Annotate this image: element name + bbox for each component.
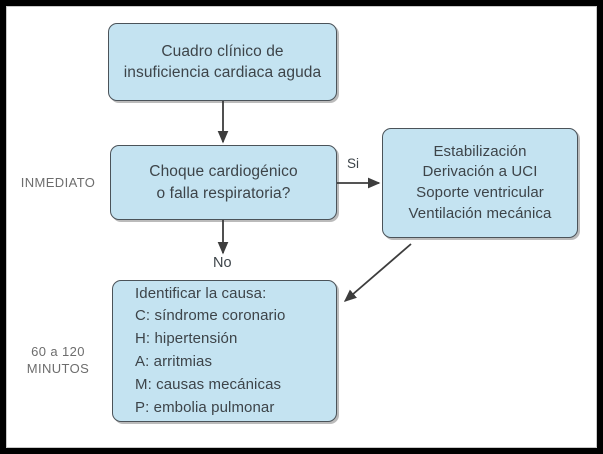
time-label-minutes-line-1: 60 a 120 bbox=[31, 344, 85, 359]
node-clinical-picture-line-2: insuficiencia cardiaca aguda bbox=[123, 64, 322, 81]
time-label-minutes: 60 a 120 MINUTOS bbox=[12, 343, 104, 377]
node-stabilization-line-4: Ventilación mecánica bbox=[408, 204, 552, 222]
node-stabilization-line-3: Soporte ventricular bbox=[416, 184, 544, 201]
node-decision-line-2: o falla respiratoria? bbox=[156, 184, 291, 202]
flowchart-stage: Cuadro clínico de insuficiencia cardiaca… bbox=[6, 6, 597, 448]
edge-label-yes: Si bbox=[347, 156, 360, 171]
node-identify-cause-heading: Identificar la causa: bbox=[135, 284, 267, 302]
node-identify-cause-item-m: M: causas mecánicas bbox=[135, 375, 282, 393]
node-identify-cause-item-c: C: síndrome coronario bbox=[135, 307, 286, 325]
flowchart-connectors bbox=[217, 101, 412, 302]
node-identify-cause: Identificar la causa: C: síndrome corona… bbox=[112, 280, 337, 422]
node-stabilization: Estabilización Derivación a UCI Soporte … bbox=[382, 128, 578, 238]
edge-label-no: No bbox=[213, 255, 232, 271]
node-clinical-picture: Cuadro clínico de insuficiencia cardiaca… bbox=[108, 23, 337, 101]
time-label-minutes-line-2: MINUTOS bbox=[26, 361, 90, 377]
time-label-immediate: INMEDIATO bbox=[20, 175, 96, 190]
edge-stabilization-to-causes bbox=[343, 243, 412, 302]
node-stabilization-line-2: Derivación a UCI bbox=[422, 163, 538, 181]
node-decision-shock-or-respiratory-failure: Choque cardiogénico o falla respiratoria… bbox=[110, 145, 337, 220]
node-clinical-picture-line-1: Cuadro clínico de bbox=[161, 42, 284, 60]
node-decision-line-1: Choque cardiogénico bbox=[149, 163, 298, 181]
node-stabilization-line-1: Estabilización bbox=[433, 142, 527, 160]
node-identify-cause-item-h: H: hipertensión bbox=[135, 330, 238, 348]
node-identify-cause-item-a: A: arritmias bbox=[135, 353, 213, 370]
node-identify-cause-item-p: P: embolia pulmonar bbox=[135, 398, 275, 416]
